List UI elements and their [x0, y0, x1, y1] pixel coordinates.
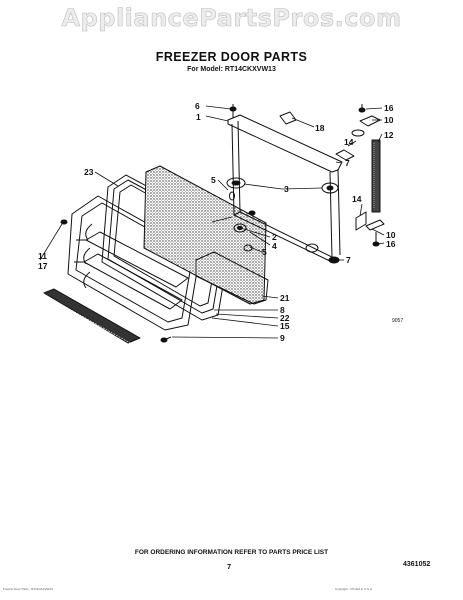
hinge-plate [279, 111, 297, 125]
callout: 17 [38, 261, 48, 271]
door-handle [43, 288, 141, 344]
fine-print-left: Freezer Door Parts · RT14CKXVW13 [3, 587, 53, 591]
callout: 9 [280, 333, 285, 343]
callout: 18 [315, 123, 325, 133]
page-number: 7 [227, 562, 232, 571]
callout: 14 [352, 194, 362, 204]
callout: 16 [386, 239, 396, 249]
callout: 21 [280, 293, 290, 303]
leader-lines [39, 105, 385, 339]
fine-print-right: Copyright · Printed in U.S.A. [335, 587, 373, 591]
outer-door-panel [67, 195, 201, 331]
callout: 4 [272, 241, 277, 251]
callout: 7 [345, 158, 350, 168]
callout-labels: 6 1 18 16 10 14 12 7 23 5 3 2 4 14 10 16… [38, 101, 396, 343]
hinge-arm [371, 139, 381, 213]
figure-code: 9057 [392, 318, 404, 324]
bottom-hinge [355, 211, 385, 247]
callout: 2 [272, 232, 277, 242]
model-subtitle: For Model: RT14CKXVW13 [187, 66, 276, 73]
callout: 6 [195, 101, 200, 111]
callout: 10 [384, 115, 394, 125]
callout: 7 [346, 255, 351, 265]
callout: 5 [211, 175, 216, 185]
insulation-panel [143, 165, 267, 305]
callout: 15 [280, 321, 290, 331]
document-code: 4361052 [403, 561, 431, 568]
callout: 5 [262, 247, 267, 257]
ordering-note: FOR ORDERING INFORMATION REFER TO PARTS … [134, 549, 329, 556]
callout: 8 [280, 305, 285, 315]
callout: 10 [386, 230, 396, 240]
watermark: AppliancePartsPros.com [61, 4, 402, 33]
callout: 1 [196, 112, 201, 122]
callout: 14 [344, 137, 354, 147]
diagram-title: FREEZER DOOR PARTS [155, 50, 308, 64]
door-gasket [101, 174, 233, 321]
callout: 16 [384, 103, 394, 113]
callout: 11 [38, 251, 47, 261]
callout: 22 [280, 313, 290, 323]
callout: 3 [284, 184, 289, 194]
callout: 12 [384, 130, 394, 140]
callout: 23 [84, 167, 94, 177]
door-liner [195, 251, 269, 305]
